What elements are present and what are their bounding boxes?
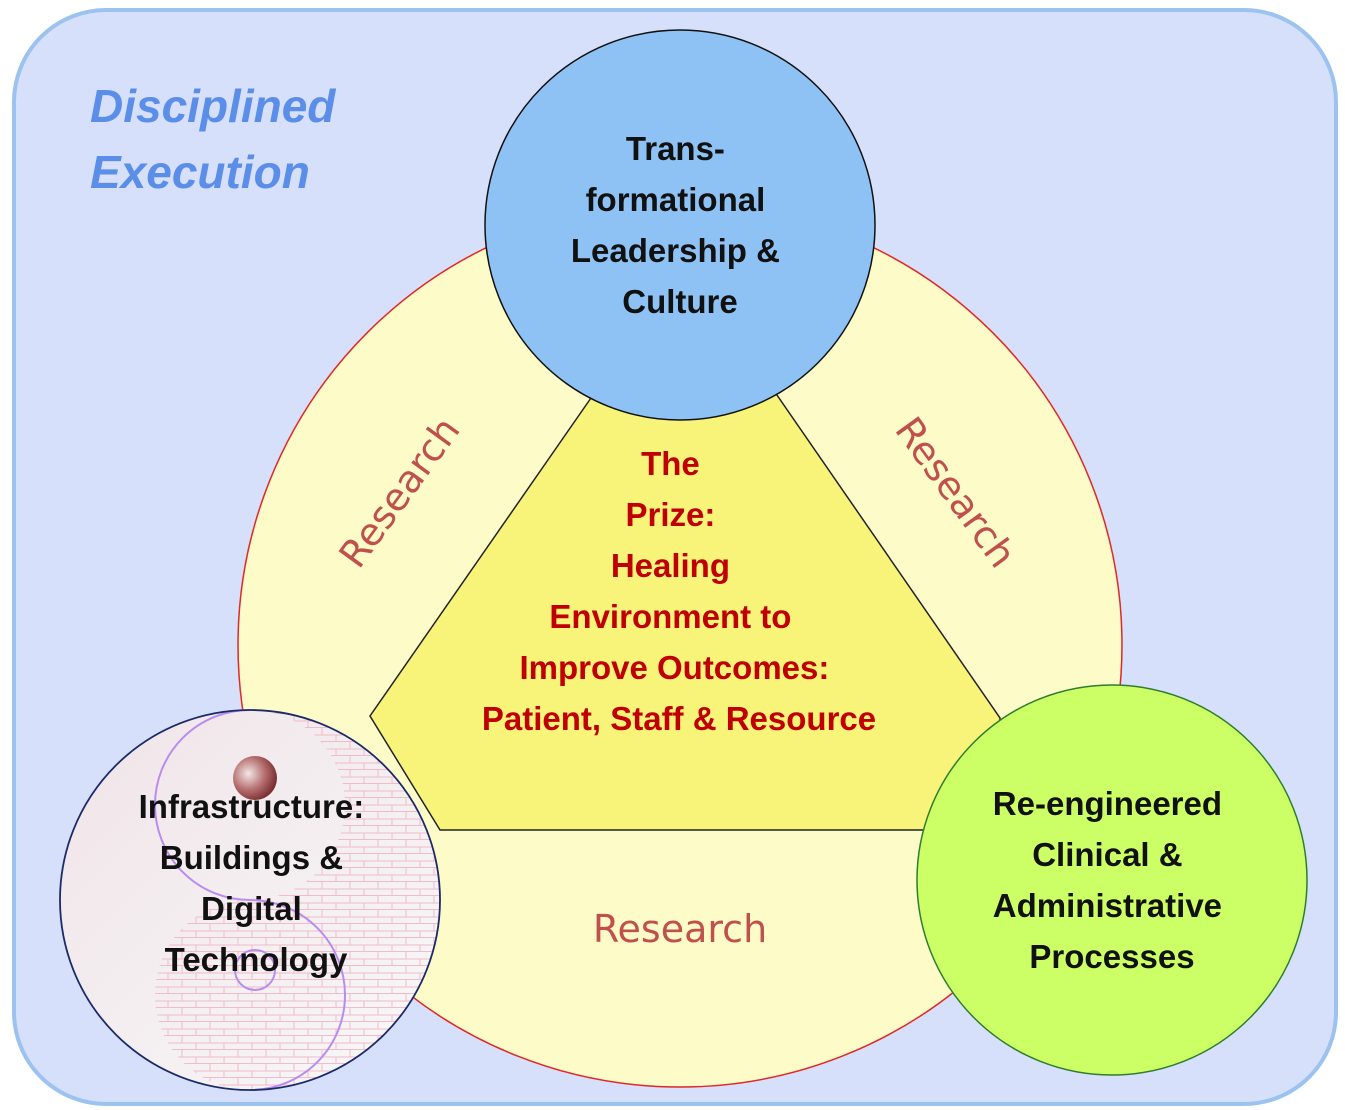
frame-title-line-1: Disciplined bbox=[90, 80, 336, 132]
infrastructure-line-2: Buildings & bbox=[160, 839, 343, 876]
processes-line-3: Administrative bbox=[993, 887, 1222, 924]
processes-line-2: Clinical & bbox=[1032, 836, 1182, 873]
frame-title-line-2: Execution bbox=[90, 146, 310, 198]
infrastructure-circle bbox=[59, 709, 441, 1091]
infrastructure-line-4: Technology bbox=[165, 941, 348, 978]
leadership-line-4: Culture bbox=[622, 283, 738, 320]
infrastructure-line-1: Infrastructure: bbox=[139, 788, 365, 825]
research-label-bottom: Research bbox=[593, 907, 767, 951]
leadership-line-2: formational bbox=[586, 181, 766, 218]
processes-circle bbox=[916, 684, 1308, 1076]
prize-line-5: Improve Outcomes: bbox=[519, 649, 829, 686]
leadership-culture-text: Trans- formational Leadership & Culture bbox=[571, 130, 789, 320]
infrastructure-text: Infrastructure: Buildings & Digital Tech… bbox=[139, 788, 374, 978]
prize-line-2: Prize: bbox=[625, 496, 715, 533]
infrastructure-line-3: Digital bbox=[201, 890, 302, 927]
leadership-culture-circle bbox=[484, 29, 876, 421]
leadership-line-3: Leadership & bbox=[571, 232, 780, 269]
processes-line-4: Processes bbox=[1029, 938, 1194, 975]
frame-title: Disciplined Execution bbox=[90, 80, 348, 198]
yin-yang-icon bbox=[154, 709, 346, 1091]
processes-text: Re-engineered Clinical & Administrative … bbox=[993, 785, 1231, 975]
leadership-line-1: Trans- bbox=[626, 130, 725, 167]
prize-line-3: Healing bbox=[611, 547, 730, 584]
prize-text: The Prize: Healing Environment to Improv… bbox=[482, 445, 876, 737]
processes-line-1: Re-engineered bbox=[993, 785, 1222, 822]
prize-line-4: Environment to bbox=[549, 598, 791, 635]
brick-texture bbox=[155, 710, 440, 1090]
prize-line-6: Patient, Staff & Resource bbox=[482, 700, 876, 737]
prize-line-1: The bbox=[641, 445, 700, 482]
